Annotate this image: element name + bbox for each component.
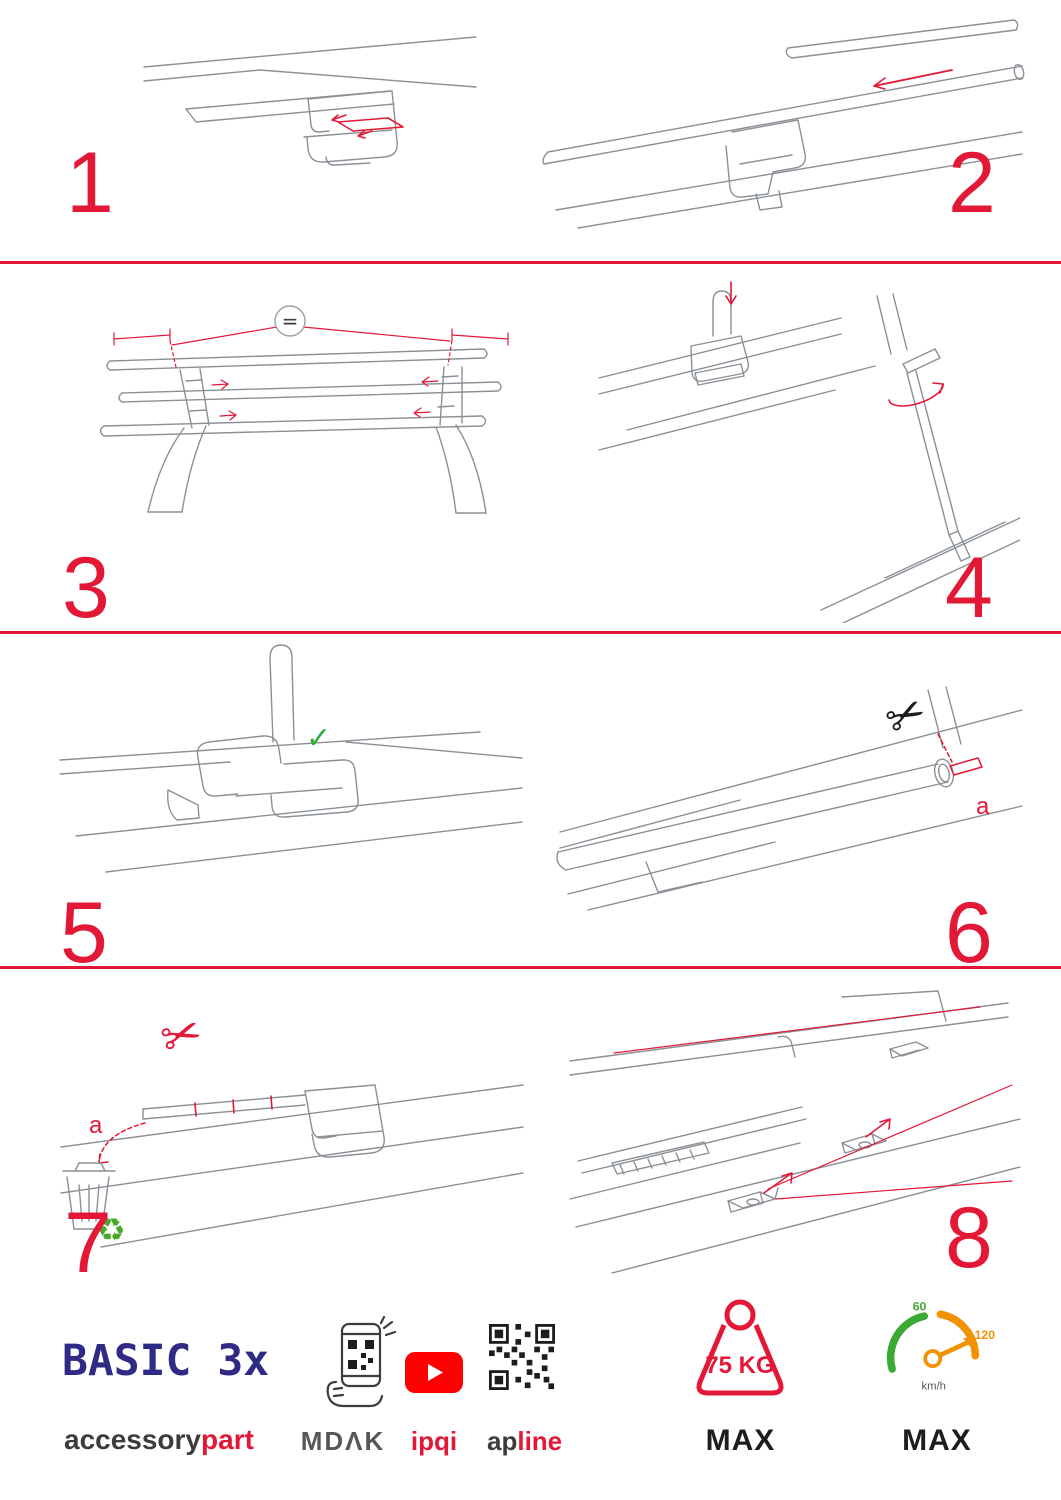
step-7-number: 7: [64, 1195, 112, 1291]
trash-bin-icon: [62, 1162, 116, 1230]
cut-marks-and-discard-path: [98, 1095, 273, 1164]
step-1-illustration: [143, 36, 477, 166]
step-4-number: 4: [945, 540, 993, 636]
part-label-a: a: [976, 793, 990, 820]
logo-apline-ap: ap: [487, 1426, 518, 1456]
phone-qr-icon: [326, 1316, 397, 1408]
slide-arrow: [873, 69, 953, 90]
speed-high-label: 120: [975, 1328, 996, 1342]
qr-code: [489, 1324, 555, 1390]
logo-apline-line: line: [517, 1426, 563, 1456]
gauge-needle: [923, 1337, 976, 1369]
check-icon: ✓: [306, 721, 331, 756]
section-divider-2: [0, 631, 1061, 634]
rubber-pad-insert: [331, 114, 404, 139]
alignment-guides: [613, 1006, 1013, 1200]
section-divider-3: [0, 966, 1061, 969]
speedometer-icon: 60 120 km/h: [886, 1299, 996, 1393]
equal-spacing-dimensions: [113, 326, 509, 421]
step-6-illustration: ✂ a: [556, 682, 1023, 911]
step-1-number: 1: [66, 135, 114, 231]
weight-max-label: MAX: [705, 1424, 776, 1457]
logo-apline: apline: [487, 1426, 577, 1457]
section-divider-1: [0, 261, 1061, 264]
step-6-number: 6: [945, 885, 993, 981]
brand-part: part: [201, 1424, 254, 1455]
step-3-number: 3: [62, 540, 110, 636]
logo-ipqi: ipqi: [410, 1426, 458, 1456]
scissors-icon: ✂: [876, 682, 935, 748]
step-3-illustration: =: [99, 305, 509, 514]
speed-max-label: MAX: [902, 1424, 972, 1457]
insert-and-rotate-arrows: [725, 281, 944, 407]
part-label-a: a: [89, 1112, 103, 1139]
step-4-illustration: [598, 281, 1020, 623]
hook-rod-and-clamp: [59, 644, 523, 873]
brand-accessory: accessory: [64, 1424, 202, 1455]
step-5-number: 5: [60, 885, 108, 981]
scissors-icon: ✂: [154, 1003, 210, 1069]
product-name: BASIC 3x: [62, 1336, 270, 1386]
step-8-illustration: [569, 990, 1021, 1274]
logo-mdak: MDΛK: [300, 1426, 386, 1456]
recycle-icon: ♻: [97, 1211, 126, 1249]
brand-wordmark: accessorypart: [64, 1424, 254, 1456]
step-5-illustration: ✓: [59, 644, 523, 873]
strip-to-cut: [937, 733, 983, 776]
crossbar-and-foot: [542, 19, 1025, 229]
step-2-illustration: [542, 19, 1025, 229]
weight-limit-icon: 75 KG: [696, 1299, 784, 1396]
car-frame-lines: [143, 36, 477, 123]
youtube-icon: [405, 1352, 463, 1393]
three-crossbars: [99, 348, 502, 514]
step-2-number: 2: [948, 135, 996, 231]
rail-hook-and-allen-key: [598, 290, 1020, 623]
speed-unit-label: km/h: [921, 1381, 946, 1393]
speed-low-label: 60: [913, 1299, 927, 1313]
weight-value: 75 KG: [705, 1352, 774, 1379]
roof-and-adapters: [569, 990, 1021, 1274]
step-8-number: 8: [945, 1190, 993, 1286]
crossbar-end-profile: [556, 686, 1023, 911]
equal-badge: =: [274, 305, 306, 337]
clamp-bracket: [303, 90, 398, 166]
equal-sign: =: [282, 309, 299, 333]
step-7-illustration: ✂ a ♻: [60, 1003, 524, 1249]
strip-under-clamp: [60, 1084, 524, 1248]
